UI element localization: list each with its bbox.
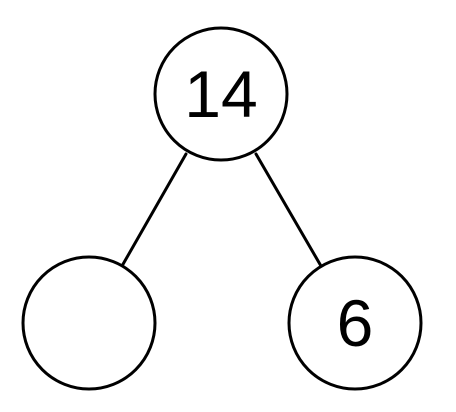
- left-connector-line: [120, 152, 188, 268]
- whole-value: 14: [184, 57, 257, 131]
- right-part-node: 6: [287, 255, 423, 391]
- right-connector-line: [254, 152, 323, 268]
- right-part-value: 6: [337, 286, 374, 360]
- right-part-circle: [287, 255, 423, 391]
- whole-node: 14: [153, 26, 289, 162]
- left-part-circle[interactable]: [21, 255, 157, 391]
- left-part-node[interactable]: [21, 255, 157, 391]
- whole-circle: [153, 26, 289, 162]
